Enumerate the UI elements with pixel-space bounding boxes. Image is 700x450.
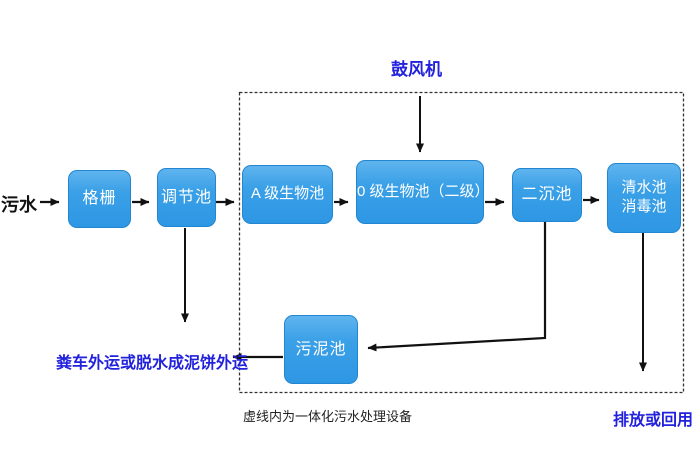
node-o-bio-tank: 0 级生物池（二级） xyxy=(356,160,490,224)
node-secondary-clarifier: 二沉池 xyxy=(512,168,582,222)
node-regulating-tank: 调节池 xyxy=(157,168,216,227)
node-o-bio-tank-label: 0 级生物池（二级） xyxy=(357,182,490,200)
node-clearwater-label: 清水池 xyxy=(621,179,667,197)
discharge-label: 排放或回用 xyxy=(613,412,694,429)
node-clearwater-disinfection-tank: 清水池 消毒池 xyxy=(607,163,681,233)
blower-label: 鼓风机 xyxy=(391,60,442,79)
node-a-bio-tank: A 级生物池 xyxy=(242,165,333,224)
node-secondary-clarifier-label: 二沉池 xyxy=(521,186,573,203)
node-sludge-tank: 污泥池 xyxy=(284,315,358,384)
node-grid-label: 格栅 xyxy=(82,190,117,207)
sludge-disposal-label: 粪车外运或脱水成泥饼外运 xyxy=(56,355,249,372)
node-disinfection-label: 消毒池 xyxy=(621,198,667,215)
equipment-dashed-boundary xyxy=(238,91,685,394)
node-sludge-tank-label: 污泥池 xyxy=(295,340,347,358)
node-regulating-tank-label: 调节池 xyxy=(160,188,212,206)
arrow-clarifier-to-sludge xyxy=(367,222,547,352)
sewage-source-label: 污水 xyxy=(1,195,37,215)
dashed-box-note: 虚线内为一体化污水处理设备 xyxy=(243,409,413,424)
node-a-bio-tank-label: A 级生物池 xyxy=(250,185,325,203)
node-grid: 格栅 xyxy=(68,170,131,228)
